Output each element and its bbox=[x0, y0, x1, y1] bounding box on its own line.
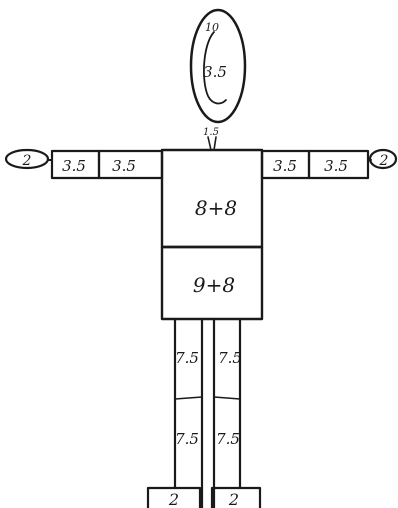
chest-label: 8+8 bbox=[195, 196, 237, 220]
right-knee-line bbox=[213, 396, 241, 400]
neck: 1.5 bbox=[203, 127, 219, 151]
head-outline bbox=[189, 8, 247, 124]
right-upper-arm-label: 3.5 bbox=[273, 157, 297, 175]
left-arm: 2 3.5 3.5 bbox=[4, 148, 164, 180]
head-center-label: 3.5 bbox=[203, 63, 227, 81]
left-forearm-label: 3.5 bbox=[62, 157, 86, 175]
right-leg: 7.5 7.5 2 bbox=[210, 317, 262, 508]
right-hand-label: 2 bbox=[379, 153, 389, 169]
right-hand-oval bbox=[368, 148, 398, 170]
right-forearm-label: 3.5 bbox=[324, 157, 348, 175]
right-foot-box bbox=[210, 486, 262, 508]
right-forearm-box bbox=[307, 149, 370, 180]
left-foot-label: 2 bbox=[168, 490, 179, 508]
neck-line bbox=[207, 136, 217, 151]
abdomen-label: 9+8 bbox=[193, 273, 235, 297]
head-top-label: 10 bbox=[205, 21, 219, 34]
left-foot-box bbox=[146, 486, 202, 508]
neck-label: 1.5 bbox=[203, 127, 219, 138]
right-thigh-label: 7.5 bbox=[218, 349, 242, 367]
left-shin-label: 7.5 bbox=[175, 430, 199, 448]
abdomen-box bbox=[160, 245, 264, 321]
right-foot-label: 2 bbox=[228, 490, 239, 508]
head: 10 3.5 bbox=[189, 8, 247, 124]
left-thigh-label: 7.5 bbox=[175, 349, 199, 367]
right-arm: 3.5 3.5 2 bbox=[260, 148, 398, 180]
left-knee-line bbox=[174, 396, 203, 400]
left-leg: 7.5 7.5 2 bbox=[146, 317, 204, 508]
torso: 8+8 9+8 bbox=[160, 148, 264, 321]
face-curve bbox=[203, 31, 227, 105]
right-shin-label: 7.5 bbox=[216, 430, 240, 448]
left-hand-label: 2 bbox=[22, 153, 32, 169]
left-upper-arm-label: 3.5 bbox=[112, 157, 136, 175]
